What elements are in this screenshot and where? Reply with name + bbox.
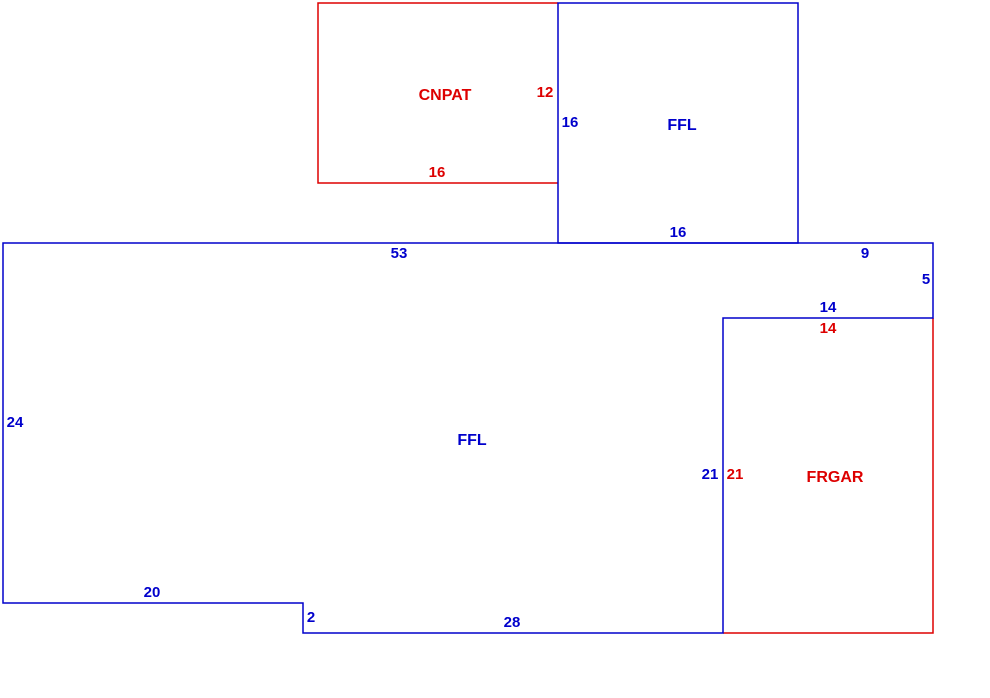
main-ffl-bottom-left-dimension: 20 [144, 584, 161, 601]
cnpat-outline [317, 2, 558, 184]
upper-ffl-bottom-dimension: 16 [670, 224, 687, 241]
main-ffl-bottom-right-dimension: 28 [504, 614, 521, 631]
upper-ffl-area-label: FFL [667, 117, 697, 134]
frgar-left-dimension: 21 [727, 466, 744, 483]
main-ffl-ledge-dimension: 14 [820, 299, 837, 316]
main-ffl-right-step-dimension: 5 [922, 271, 930, 288]
cnpat-bottom-dimension: 16 [429, 164, 446, 181]
main-ffl-inner-right-dimension: 21 [702, 466, 719, 483]
main-ffl-area-label: FFL [457, 432, 487, 449]
main-ffl-outline [2, 242, 934, 634]
frgar-area-label: FRGAR [807, 469, 864, 486]
cnpat-area-label: CNPAT [419, 87, 472, 104]
frgar-outline [723, 318, 934, 634]
cnpat-right-dimension: 12 [537, 84, 554, 101]
upper-ffl-left-dimension: 16 [562, 114, 579, 131]
main-ffl-top-dimension: 53 [391, 245, 408, 262]
frgar-top-dimension: 14 [820, 320, 837, 337]
main-ffl-step-dimension: 2 [307, 609, 315, 626]
main-ffl-top-right-dimension: 9 [861, 245, 869, 262]
main-ffl-left-dimension: 24 [7, 414, 24, 431]
